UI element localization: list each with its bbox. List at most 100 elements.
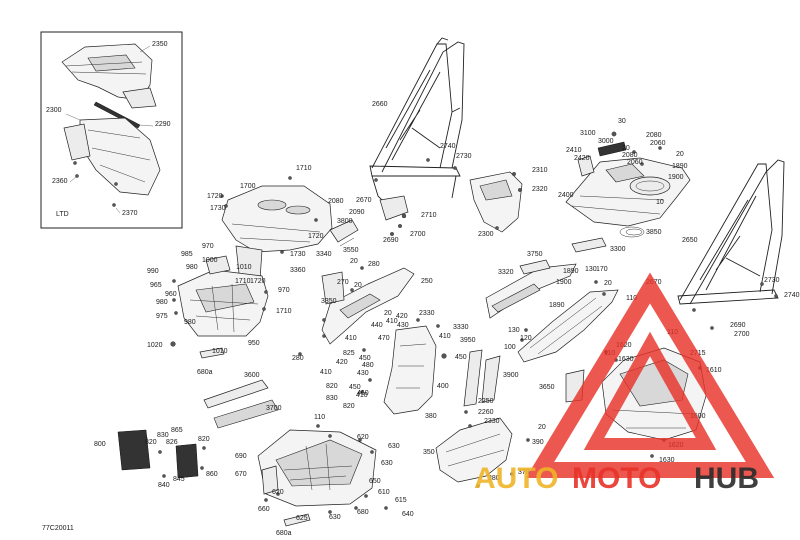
part-callout-label: 1710 xyxy=(296,165,312,172)
part-callout-label: 1890 xyxy=(563,268,579,275)
part-callout-label: 1720 xyxy=(207,193,223,200)
part-callout-label: 440 xyxy=(371,322,383,329)
part-callout-label: 100 xyxy=(504,344,516,351)
part-callout-label: 640 xyxy=(402,511,414,518)
part-callout-label: 20 xyxy=(604,280,612,287)
part-callout-label: 2740 xyxy=(784,292,800,299)
part-callout-label: 3950 xyxy=(460,337,476,344)
part-callout-label: 2260 xyxy=(478,409,494,416)
watermark-triangle-outer xyxy=(525,272,775,478)
ltd-label: LTD xyxy=(56,211,69,218)
part-callout-label: 1710 xyxy=(276,308,292,315)
rails-3600-3700 xyxy=(203,379,279,429)
part-callout-label: 20 xyxy=(622,145,630,152)
part-callout-label: 2730 xyxy=(764,277,780,284)
part-callout-label: 2690 xyxy=(383,237,399,244)
watermark-triangle-inner xyxy=(583,331,717,450)
part-callout-label: 470 xyxy=(378,335,390,342)
part-callout-label: 1010 xyxy=(212,348,228,355)
part-callout-label: 970 xyxy=(202,243,214,250)
part-callout-label: 2740 xyxy=(440,143,456,150)
bracket-3800 xyxy=(329,219,359,247)
part-callout-label: 3850 xyxy=(646,229,662,236)
part-callout-label: 990 xyxy=(147,268,159,275)
part-callout-label: 820 xyxy=(145,439,157,446)
part-callout-label: 2060 xyxy=(627,159,643,166)
part-callout-label: 2660 xyxy=(372,101,388,108)
part-callout-label: 650 xyxy=(369,478,381,485)
part-callout-label: 690 xyxy=(235,453,247,460)
floor-pan-690 xyxy=(257,424,388,527)
part-callout-label: 2350 xyxy=(152,41,168,48)
part-callout-label: 620 xyxy=(272,489,284,496)
part-callout-label: 680 xyxy=(357,509,369,516)
part-callout-label: 480 xyxy=(362,362,374,369)
bracket-400 xyxy=(360,318,447,415)
part-callout-label: 410 xyxy=(439,333,451,340)
watermark-logo xyxy=(525,272,775,478)
part-callout-label: 420 xyxy=(336,359,348,366)
part-callout-label: 460 xyxy=(357,390,369,397)
part-callout-label: 1610 xyxy=(706,367,722,374)
part-callout-label: 630 xyxy=(388,443,400,450)
part-callout-label: 670 xyxy=(235,471,247,478)
part-callout-label: 20 xyxy=(538,424,546,431)
rocker-panel-3320 xyxy=(485,259,577,319)
part-callout-label: 3750 xyxy=(527,251,543,258)
part-callout-label: 10 xyxy=(656,199,664,206)
part-callout-label: 350 xyxy=(423,449,435,456)
part-callout-label: 450 xyxy=(349,384,361,391)
part-callout-label: 625 xyxy=(296,515,308,522)
part-callout-label: 3800 xyxy=(337,218,353,225)
part-callout-label: 2310 xyxy=(532,167,548,174)
part-callout-label: 20 xyxy=(354,282,362,289)
part-callout-label: 3360 xyxy=(290,267,306,274)
part-callout-label: 660 xyxy=(258,506,270,513)
callout-labels: 2350230022902360237026602740273026702080… xyxy=(46,41,800,537)
part-callout-label: 3340 xyxy=(316,251,332,258)
watermark-brand-moto: MOTO xyxy=(572,462,661,495)
part-callout-label: 2710 xyxy=(421,212,437,219)
part-callout-label: 620 xyxy=(357,434,369,441)
ltd-inset-panel: LTD xyxy=(40,31,183,229)
part-callout-label: 30 xyxy=(618,118,626,125)
part-callout-label: 130 xyxy=(585,266,597,273)
part-callout-label: 400 xyxy=(437,383,449,390)
part-callout-label: 450 xyxy=(359,355,371,362)
part-callout-label: 820 xyxy=(198,436,210,443)
part-callout-label: 970 xyxy=(278,287,290,294)
part-callout-label: 825 xyxy=(343,350,355,357)
part-callout-label: 2300 xyxy=(46,107,62,114)
part-callout-label: 430 xyxy=(397,322,409,329)
part-callout-label: 980 xyxy=(156,299,168,306)
watermark-brand-hub: HUB xyxy=(694,462,759,495)
part-callout-label: 450 xyxy=(455,354,467,361)
part-callout-label: 610 xyxy=(378,489,390,496)
part-callout-label: 1710 xyxy=(235,278,251,285)
part-callout-label: 865 xyxy=(171,427,183,434)
part-callout-label: 680a xyxy=(197,369,213,376)
part-callout-label: 1890 xyxy=(672,163,688,170)
door-panel-100 xyxy=(517,280,619,363)
part-callout-label: 3000 xyxy=(598,138,614,145)
part-callout-label: 2290 xyxy=(155,121,171,128)
part-callout-label: 1720 xyxy=(308,233,324,240)
part-callout-label: 20 xyxy=(384,310,392,317)
side-panel-250 xyxy=(298,266,415,356)
part-callout-label: 1900 xyxy=(556,279,572,286)
part-callout-label: 2320 xyxy=(532,186,548,193)
part-callout-label: 1010 xyxy=(236,264,252,271)
storage-box-950 xyxy=(170,255,269,359)
part-callout-label: 985 xyxy=(181,251,193,258)
part-callout-label: 2090 xyxy=(349,209,365,216)
cab-frame-right xyxy=(677,159,785,330)
part-callout-label: 830 xyxy=(157,432,169,439)
part-callout-label: 1890 xyxy=(549,302,565,309)
part-callout-label: 2730 xyxy=(456,153,472,160)
part-callout-label: 1000 xyxy=(202,257,218,264)
part-callout-label: 826 xyxy=(166,439,178,446)
part-callout-label: 1900 xyxy=(668,174,684,181)
part-callout-label: 280 xyxy=(368,261,380,268)
frame-mount-hardware xyxy=(379,195,409,236)
